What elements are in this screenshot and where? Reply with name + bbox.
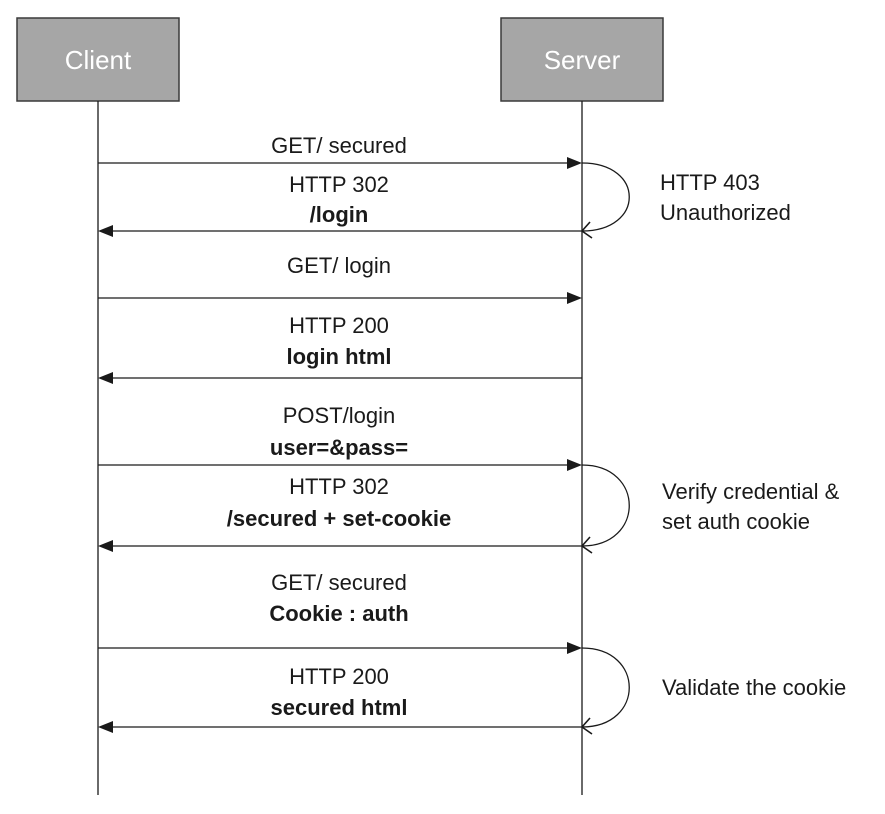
- message-get-login: GET/ login: [98, 253, 582, 304]
- loop-arrowhead-icon: [580, 221, 593, 239]
- message-get-secured-cookie: GET/ secured Cookie : auth: [98, 570, 582, 654]
- note-detail: set auth cookie: [662, 509, 810, 534]
- message-http-302-login: HTTP 302 /login: [98, 172, 582, 237]
- arrowhead-right-icon: [567, 459, 582, 471]
- note-label: Verify credential &: [662, 479, 840, 504]
- actor-client: Client: [16, 17, 180, 102]
- note-detail: Unauthorized: [660, 200, 791, 225]
- arrowhead-right-icon: [567, 642, 582, 654]
- message-http-200-secured-html: HTTP 200 secured html: [98, 664, 582, 733]
- message-post-login: POST/login user=&pass=: [98, 403, 582, 471]
- message-detail: /secured + set-cookie: [227, 506, 451, 531]
- message-detail: Cookie : auth: [269, 601, 408, 626]
- arrowhead-left-icon: [98, 721, 113, 733]
- loop-arrowhead-icon: [580, 717, 593, 735]
- message-get-secured: GET/ secured: [98, 133, 582, 169]
- actor-client-box: [16, 17, 180, 102]
- message-detail: login html: [286, 344, 391, 369]
- arrowhead-right-icon: [567, 157, 582, 169]
- actor-server-box: [500, 17, 664, 102]
- self-loop-curve: [581, 162, 630, 232]
- actor-server: Server: [500, 17, 664, 102]
- message-label: HTTP 200: [289, 313, 389, 338]
- note-label: Validate the cookie: [662, 675, 846, 700]
- arrowhead-left-icon: [98, 225, 113, 237]
- message-label: HTTP 302: [289, 474, 389, 499]
- message-label: POST/login: [283, 403, 396, 428]
- self-loop-curve: [581, 647, 630, 728]
- message-label: GET/ secured: [271, 133, 407, 158]
- message-label: GET/ login: [287, 253, 391, 278]
- self-loop-curve: [581, 464, 630, 547]
- server-self-loop-validate: Validate the cookie: [580, 647, 846, 735]
- server-self-loop-verify: Verify credential & set auth cookie: [580, 464, 840, 554]
- message-detail: secured html: [271, 695, 408, 720]
- message-http-302-secured: HTTP 302 /secured + set-cookie: [98, 474, 582, 552]
- arrowhead-left-icon: [98, 540, 113, 552]
- message-label: HTTP 302: [289, 172, 389, 197]
- arrowhead-left-icon: [98, 372, 113, 384]
- actor-server-label: Server: [544, 45, 621, 75]
- message-detail: user=&pass=: [270, 435, 408, 460]
- arrowhead-right-icon: [567, 292, 582, 304]
- message-detail: /login: [310, 202, 369, 227]
- loop-arrowhead-icon: [580, 536, 593, 554]
- note-label: HTTP 403: [660, 170, 760, 195]
- server-self-loop-unauthorized: HTTP 403 Unauthorized: [580, 162, 791, 239]
- message-label: HTTP 200: [289, 664, 389, 689]
- message-http-200-login-html: HTTP 200 login html: [98, 313, 582, 384]
- message-label: GET/ secured: [271, 570, 407, 595]
- actor-client-label: Client: [65, 45, 132, 75]
